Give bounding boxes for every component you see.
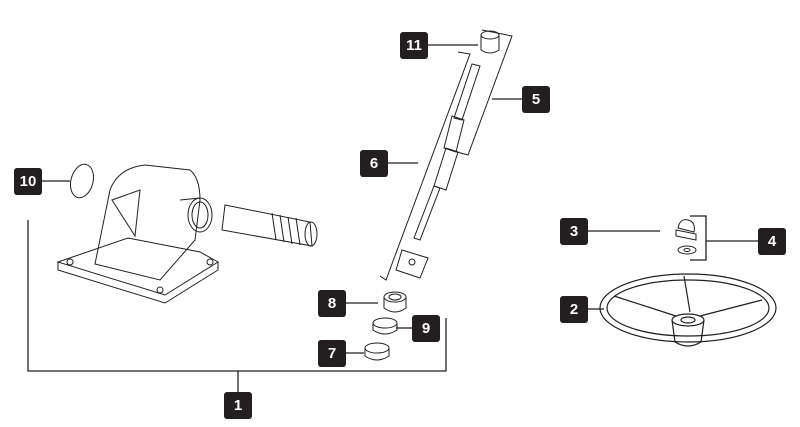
- steering-wheel-part: [599, 273, 777, 347]
- callout-9[interactable]: 9: [412, 315, 440, 342]
- leader-lines: [27, 44, 758, 392]
- cap-nut-part: [675, 219, 697, 255]
- steering-shaft: [395, 63, 481, 279]
- callout-10[interactable]: 10: [14, 168, 42, 195]
- seal-part: [383, 291, 407, 313]
- callout-6[interactable]: 6: [360, 150, 388, 177]
- top-bushing-part: [480, 30, 500, 54]
- bushing-part: [364, 342, 390, 361]
- callout-3[interactable]: 3: [560, 218, 588, 245]
- steering-box-housing: [56, 164, 318, 304]
- shaft-brackets: [379, 29, 513, 281]
- callout-7[interactable]: 7: [318, 340, 346, 367]
- callout-8[interactable]: 8: [318, 290, 346, 317]
- callout-11[interactable]: 11: [400, 32, 428, 59]
- callout-5[interactable]: 5: [522, 86, 550, 113]
- o-ring-part: [69, 163, 95, 199]
- ring-part: [372, 317, 398, 335]
- callout-1[interactable]: 1: [224, 392, 252, 419]
- callout-2[interactable]: 2: [560, 296, 588, 323]
- callout-4[interactable]: 4: [758, 228, 786, 255]
